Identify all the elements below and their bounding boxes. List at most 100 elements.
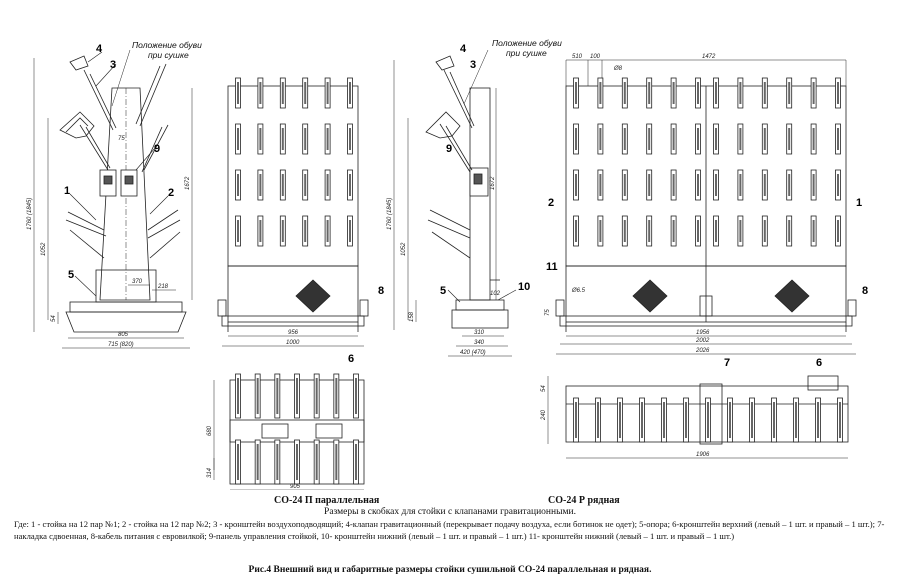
plan-view-row	[547, 375, 849, 459]
shoe-peg-slot	[812, 82, 815, 104]
shoe-peg-slot	[685, 402, 687, 438]
dim-510: 510	[572, 54, 583, 60]
shoe-peg-slot	[739, 82, 742, 104]
dim-column-height: 1672	[185, 176, 191, 190]
shoe-peg-slot	[641, 402, 643, 438]
callout-2: 2	[168, 187, 174, 199]
shoe-peg-slot	[237, 220, 239, 242]
shoe-peg-slot	[697, 220, 699, 242]
shoe-peg-slot	[663, 402, 665, 438]
shoe-peg-slot	[237, 378, 239, 414]
shoe-peg-slot	[281, 174, 284, 196]
shoe-peg-slot	[648, 174, 651, 196]
shoe-peg-slot	[599, 128, 602, 150]
shoe-peg-slot	[837, 174, 839, 196]
shoe-peg-slot	[237, 444, 239, 480]
shoe-peg-slot	[837, 220, 839, 242]
shoe-peg-slot	[304, 174, 307, 196]
dim-base-width: 715 (820)	[108, 342, 134, 348]
dim-102: 102	[490, 291, 501, 297]
callout-1: 1	[64, 185, 70, 197]
shoe-peg-slot	[707, 402, 709, 438]
shoe-peg-slot	[237, 82, 239, 104]
shoe-peg-slot	[648, 82, 651, 104]
shoe-peg-slot	[715, 174, 717, 196]
dim-420: 420 (470)	[460, 350, 486, 356]
dim-hole-8: Ø8	[613, 66, 623, 72]
shoe-position-label-line1-b: Положение обуви	[492, 38, 562, 48]
dim-base-height: 54	[51, 315, 57, 322]
dim-75: 75	[118, 136, 125, 142]
shoe-peg-slot	[839, 402, 841, 438]
shoe-peg-slot	[281, 82, 284, 104]
shoe-peg-slot	[817, 402, 819, 438]
figure-caption: Рис.4 Внешний вид и габаритные размеры с…	[248, 565, 652, 575]
shoe-peg-slot	[326, 82, 329, 104]
dim-column-height-row: 1672	[490, 176, 496, 190]
shoe-peg-slot	[788, 82, 791, 104]
dim-arm-height: 1052	[41, 242, 47, 256]
dim-2002: 2002	[695, 338, 710, 344]
dim-total-height-row: 1760 (1845)	[387, 198, 393, 230]
shoe-position-label-line1: Положение обуви	[132, 40, 202, 50]
shoe-peg-slot	[619, 402, 621, 438]
shoe-peg-slot	[672, 82, 675, 104]
shoe-peg-slot	[697, 174, 699, 196]
shoe-peg-slot	[812, 174, 815, 196]
shoe-peg-slot	[349, 82, 351, 104]
shoe-peg-slot	[296, 378, 298, 414]
shoe-peg-slot	[795, 402, 797, 438]
dim-805: 805	[118, 332, 129, 338]
shoe-peg-slot	[751, 402, 753, 438]
dim-2026: 2026	[695, 348, 710, 354]
shoe-peg-slot	[315, 378, 318, 414]
technical-drawing: Положение обуви при сушке Положение обув…	[27, 38, 868, 490]
dim-total-height: 1760 (1845)	[27, 198, 33, 230]
shoe-peg-slot	[623, 174, 626, 196]
shoe-position-label-line2: при сушке	[148, 50, 189, 60]
shoe-peg-slot	[259, 82, 262, 104]
shoe-position-label-line2-b: при сушке	[506, 48, 547, 58]
callout-11: 11	[546, 261, 558, 273]
shoe-peg-slot	[281, 220, 284, 242]
shoe-peg-slot	[599, 82, 602, 104]
shoe-peg-slot	[773, 402, 775, 438]
side-view-row	[393, 49, 517, 357]
shoe-peg-slot	[304, 220, 307, 242]
shoe-peg-slot	[623, 128, 626, 150]
shoe-peg-slot	[763, 174, 766, 196]
shoe-peg-slot	[623, 82, 626, 104]
shoe-peg-slot	[355, 378, 357, 414]
callout-7: 7	[724, 357, 730, 369]
shoe-peg-slot	[672, 220, 675, 242]
dim-314: 314	[207, 467, 213, 478]
shoe-peg-slot	[715, 82, 717, 104]
shoe-peg-slot	[315, 444, 318, 480]
shoe-peg-slot	[812, 220, 815, 242]
callout-9: 9	[154, 143, 160, 155]
dim-158: 158	[409, 311, 415, 322]
shoe-peg-slot	[715, 220, 717, 242]
side-view-parallel	[33, 49, 193, 349]
dim-905: 905	[290, 484, 301, 490]
shoe-peg-slot	[575, 220, 577, 242]
caption-parallel: СО-24 П параллельная	[274, 495, 380, 506]
dim-1956: 1956	[696, 330, 710, 336]
shoe-peg-slot	[296, 444, 298, 480]
shoe-peg-slot	[739, 174, 742, 196]
shoe-peg-slot	[349, 220, 351, 242]
shoe-peg-slot	[763, 220, 766, 242]
shoe-peg-slot	[788, 174, 791, 196]
shoe-peg-slot	[623, 220, 626, 242]
shoe-peg-slot	[575, 174, 577, 196]
shoe-peg-slot	[256, 444, 259, 480]
shoe-peg-slot	[599, 174, 602, 196]
shoe-peg-slot	[326, 220, 329, 242]
caption-row: СО-24 Р рядная	[548, 495, 620, 506]
shoe-peg-slot	[304, 82, 307, 104]
callout-4-row: 4	[460, 43, 467, 55]
shoe-peg-slot	[697, 82, 699, 104]
shoe-peg-slot	[575, 82, 577, 104]
shoe-peg-slot	[281, 128, 284, 150]
callout-8-row: 8	[862, 285, 868, 297]
